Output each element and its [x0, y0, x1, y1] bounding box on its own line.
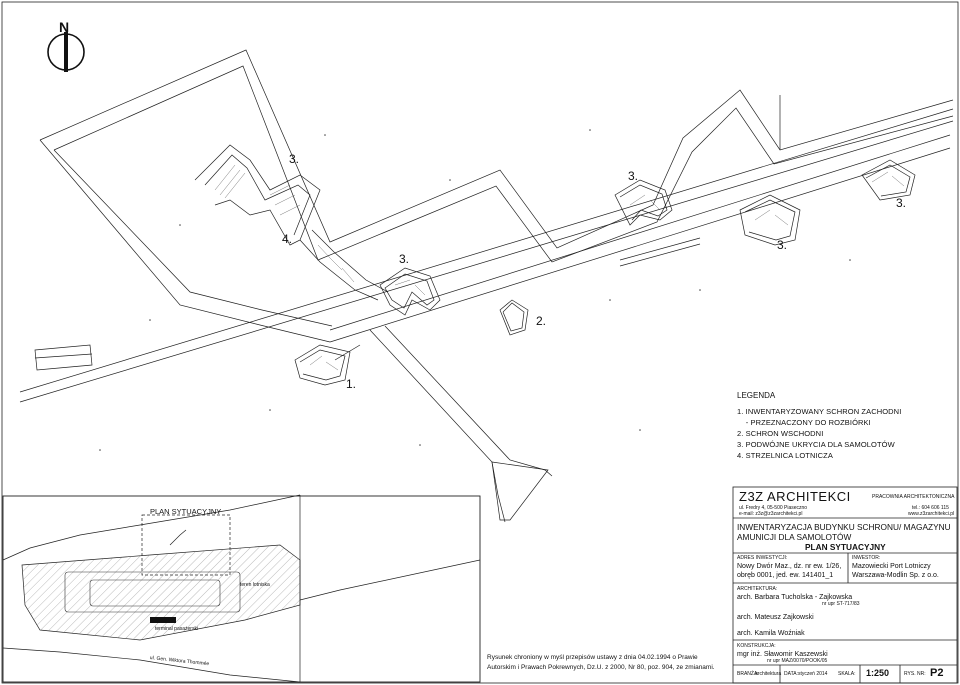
branch-value: architektura: [755, 671, 782, 677]
firm-name: Z3Z ARCHITEKCI: [739, 489, 851, 504]
constr-label: KONSTRUKCJA:: [737, 643, 776, 649]
sheet-no-label: RYS. NR:: [904, 671, 926, 677]
firm-type: PRACOWNIA ARCHITEKTONICZNA: [872, 494, 955, 500]
legend-item: - PRZEZNACZONY DO ROZBIÓRKI: [737, 418, 871, 427]
firm-www: www.z3zarchitekci.pl: [908, 511, 955, 517]
inset-apron-label: teren lotniska: [240, 582, 270, 588]
project-line-2: AMUNICJI DLA SAMOLOTÓW: [737, 532, 852, 542]
terminal-mark: [150, 617, 176, 623]
marker-3a: 3.: [289, 152, 300, 166]
investor-label: INWESTOR:: [852, 555, 881, 561]
constructor-1-permit: nr upr MAZ/0070/POOK/05: [767, 658, 828, 664]
north-label: N: [59, 19, 70, 35]
branch-label: BRANŻA:: [737, 671, 759, 677]
legend-item: 2. SCHRON WSCHODNI: [737, 429, 824, 438]
copyright-line-1: Rysunek chroniony w myśl przepisów ustaw…: [487, 654, 698, 661]
inset-title: PLAN SYTUACYJNY: [150, 507, 222, 516]
sheet-number: P2: [930, 667, 944, 679]
address-line-2: obręb 0001, jed. ew. 141401_1: [737, 572, 834, 579]
sheet-title: PLAN SYTUACYJNY: [805, 542, 886, 552]
address-label: ADRES INWESTYCJI:: [737, 555, 788, 561]
date-value: styczeń 2014: [798, 671, 828, 677]
architect-1: arch. Barbara Tucholska - Zajkowska: [737, 594, 853, 601]
marker-3e: 3.: [896, 196, 907, 210]
legend-title: LEGENDA: [737, 391, 776, 400]
copyright-line-2: Autorskim i Prawach Pokrewnych, Dz.U. z …: [487, 664, 715, 671]
constructor-1: mgr inż. Sławomir Kaszewski: [737, 651, 828, 658]
firm-email: e-mail: z3z@z3zarchitekci.pl: [739, 511, 803, 517]
marker-3b: 3.: [399, 252, 410, 266]
marker-1: 1.: [346, 377, 357, 391]
architect-1-permit: nr upr ST-717/83: [822, 601, 860, 607]
inset-terminal-label: terminal pasażerski: [155, 626, 199, 632]
date-label: DATA:: [784, 671, 798, 677]
legend-item: 4. STRZELNICA LOTNICZA: [737, 451, 833, 460]
marker-3d: 3.: [777, 238, 788, 252]
scale-value: 1:250: [866, 668, 890, 678]
marker-4: 4.: [282, 232, 293, 246]
legend-item: 3. PODWÓJNE UKRYCIA DLA SAMOLOTÓW: [737, 440, 895, 449]
investor-line-2: Warszawa-Modlin Sp. z o.o.: [852, 572, 939, 579]
architect-3: arch. Kamila Woźniak: [737, 630, 805, 637]
firm-phone: tel.: 604 606 115: [912, 505, 949, 511]
scale-label: SKALA:: [838, 671, 856, 677]
firm-address: ul. Fredry 4, 05-500 Piaseczno: [739, 505, 808, 511]
project-line-1: INWENTARYZACJA BUDYNKU SCHRONU/ MAGAZYNU: [737, 522, 951, 532]
marker-2: 2.: [536, 314, 547, 328]
address-line-1: Nowy Dwór Maz., dz. nr ew. 1/26,: [737, 563, 842, 570]
architect-2: arch. Mateusz Zajkowski: [737, 614, 814, 621]
arch-label: ARCHITEKTURA:: [737, 586, 778, 592]
investor-line-1: Mazowiecki Port Lotniczy: [852, 563, 931, 570]
legend-item: 1. INWENTARYZOWANY SCHRON ZACHODNI: [737, 407, 902, 416]
marker-3c: 3.: [628, 169, 639, 183]
north-arrow-icon: [47, 32, 85, 72]
